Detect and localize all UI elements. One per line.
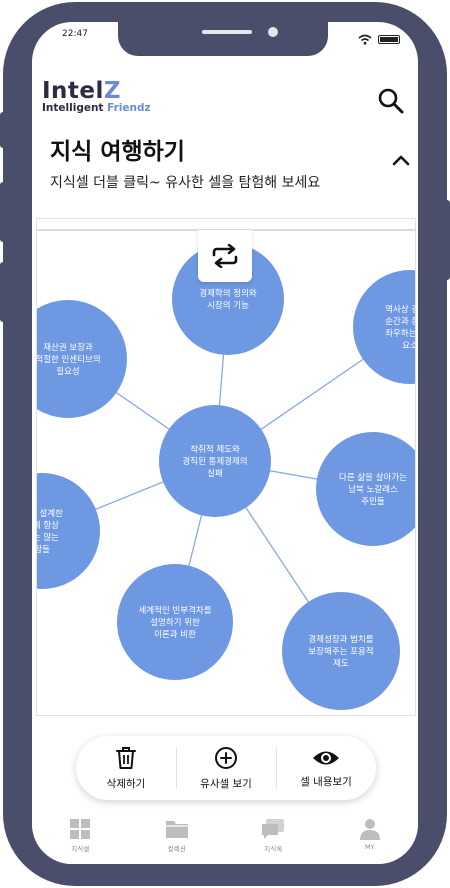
knowledge-cell-label: 순간과 종양을 — [385, 316, 416, 327]
logo-main-text: Intel — [42, 78, 104, 104]
knowledge-cell-label: 브에 항상 — [37, 520, 59, 531]
search-icon[interactable] — [376, 86, 406, 116]
camera — [268, 27, 278, 37]
knowledge-cell-label: 다른 삶을 살아가는 — [339, 472, 407, 483]
knowledge-cell-label: 요소 — [402, 341, 416, 351]
chevron-up-icon[interactable] — [392, 154, 410, 166]
knowledge-cell-node[interactable]: 역사상 결정적순간과 종양을좌우하는 제도요소 — [353, 270, 416, 384]
plus-circle-icon — [215, 746, 237, 769]
knowledge-cell-label: 들이 설계한 — [37, 508, 63, 519]
wifi-icon — [358, 34, 372, 45]
tab-knowledge-log[interactable]: 지식록 — [225, 812, 322, 864]
knowledge-cell-circle[interactable] — [353, 270, 416, 384]
knowledge-cell-node[interactable]: 들이 설계한브에 항상지는 않는람들 — [37, 473, 100, 589]
folder-icon — [165, 821, 188, 838]
chat-icon — [262, 819, 285, 839]
knowledge-cell-circle[interactable] — [37, 300, 127, 418]
trash-icon — [116, 746, 136, 769]
knowledge-cell-label: 역사상 결정적 — [385, 304, 416, 315]
knowledge-cell-label: 경직된 통제경제의 — [182, 456, 247, 467]
knowledge-cell-label: 적절한 인센티브의 — [37, 354, 101, 365]
eye-icon — [313, 751, 339, 764]
knowledge-cell-label: 지는 않는 — [37, 533, 59, 543]
person-icon — [359, 819, 380, 840]
bottom-tab-bar: 지식셀 컬렉션 지식록 MY — [32, 812, 418, 864]
knowledge-cell-label: 시장의 기능 — [207, 300, 249, 311]
tab-label: 지식록 — [264, 845, 283, 853]
page-subtitle: 지식셀 더블 클릭~ 유사한 셀을 탐험해 보세요 — [50, 175, 321, 191]
logo-sub-text: Intelligent — [42, 102, 104, 114]
knowledge-cell-label: 필요성 — [56, 366, 79, 377]
knowledge-cell-label: 경제성장과 범치를 — [308, 634, 373, 645]
knowledge-cell-label: 설명하기 위한 — [150, 617, 200, 628]
refresh-button[interactable] — [198, 230, 252, 282]
side-button-right — [444, 200, 450, 280]
knowledge-cell-label: 좌우하는 제도 — [385, 328, 416, 339]
knowledge-cell-circle[interactable] — [117, 564, 233, 680]
delete-button[interactable]: 삭제하기 — [76, 736, 176, 800]
delete-label: 삭제하기 — [106, 777, 146, 790]
knowledge-cell-label: 제도 — [333, 659, 349, 669]
tab-label: 컬렉션 — [167, 845, 186, 853]
knowledge-cell-label: 보장해주는 포용적 — [308, 646, 373, 657]
logo-z-text: Z — [103, 78, 122, 104]
knowledge-cell-label: 주민들 — [361, 496, 385, 507]
logo-sub-accent: Friendz — [107, 102, 151, 114]
speaker — [202, 30, 252, 34]
view-cell-content-button[interactable]: 셀 내용보기 — [276, 736, 376, 800]
knowledge-cell-label: 이론과 비판 — [154, 629, 196, 640]
knowledge-cell-circle[interactable] — [159, 405, 271, 517]
side-button-left-3 — [0, 262, 6, 322]
tab-collection[interactable]: 컬렉션 — [129, 812, 226, 864]
view-cell-content-label: 셀 내용보기 — [300, 775, 352, 788]
status-time: 22:47 — [62, 29, 88, 39]
knowledge-cell-circle[interactable] — [37, 473, 100, 589]
similar-cells-label: 유사셀 보기 — [200, 777, 252, 790]
similar-cells-button[interactable]: 유사셀 보기 — [176, 736, 276, 800]
grid-icon — [70, 819, 91, 839]
tab-knowledge-cells[interactable]: 지식셀 — [32, 812, 129, 864]
app-logo: IntelZ Intelligent Friendz — [42, 78, 151, 114]
tab-my[interactable]: MY — [322, 812, 419, 864]
logo-wordmark: IntelZ — [42, 78, 151, 104]
knowledge-cell-label: 세계적인 빈부격차를 — [138, 605, 211, 616]
knowledge-cell-label: 재산권 보장과 — [43, 342, 93, 353]
refresh-icon — [212, 244, 238, 268]
knowledge-cell-circle[interactable] — [316, 432, 416, 546]
side-button-left-2 — [0, 182, 6, 242]
knowledge-cell-circle[interactable] — [282, 592, 400, 710]
knowledge-cell-label: 착취적 제도와 — [190, 444, 240, 455]
page-title: 지식 여행하기 — [50, 139, 185, 165]
side-button-left-1 — [0, 112, 6, 148]
notch — [118, 22, 328, 56]
phone-screen: 22:47 IntelZ Intelligent Friendz 지식 여행하기… — [32, 22, 418, 864]
knowledge-cell-label: 남북 노갈레스 — [348, 485, 398, 495]
tab-label: MY — [364, 843, 375, 851]
knowledge-cell-label: 경제학의 정의와 — [199, 288, 257, 299]
logo-tagline: Intelligent Friendz — [42, 102, 151, 114]
battery-icon — [378, 35, 400, 44]
knowledge-cell-label: 람들 — [37, 545, 50, 555]
action-bar: 삭제하기 유사셀 보기 셀 내용보기 — [76, 736, 376, 800]
tab-label: 지식셀 — [71, 845, 90, 853]
knowledge-cell-label: 실패 — [207, 468, 223, 479]
